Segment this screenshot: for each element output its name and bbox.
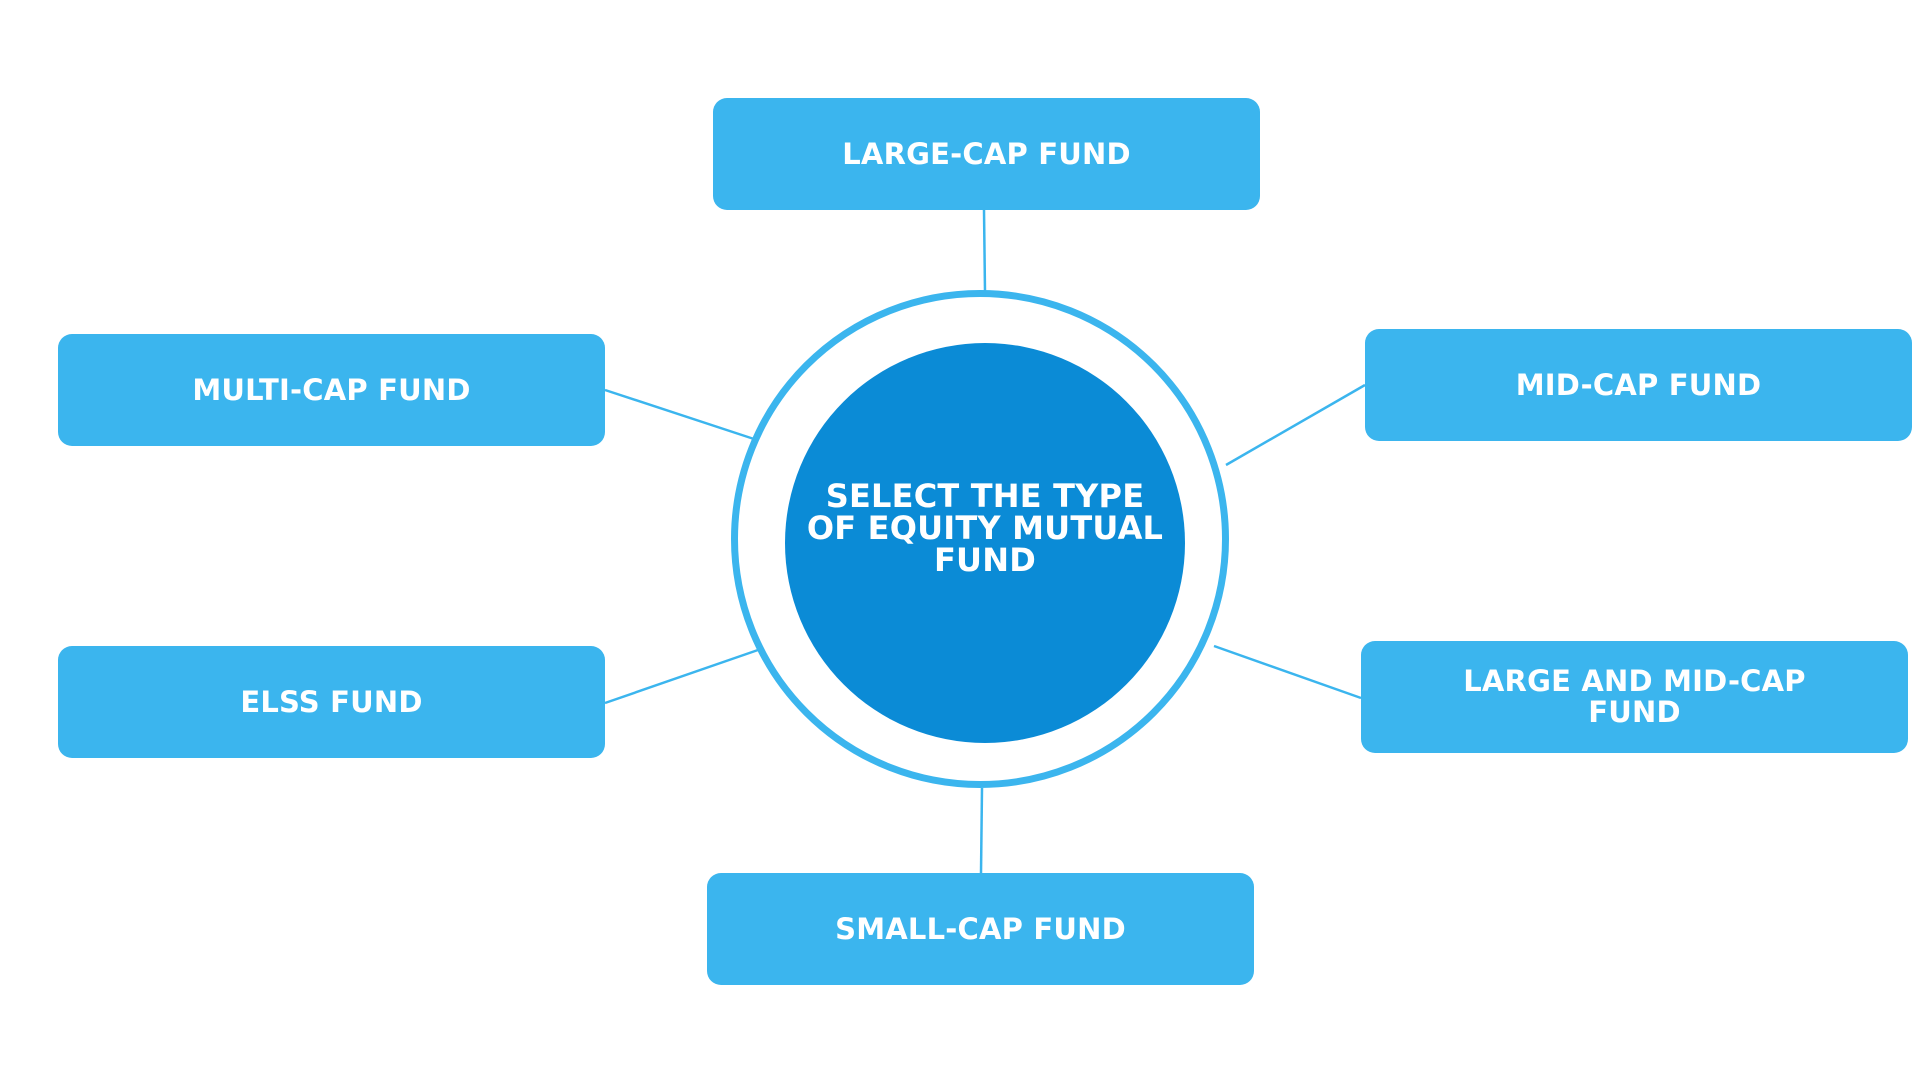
elss-fund-node[interactable]: ELSS FUND <box>58 646 605 758</box>
elss-fund-label: ELSS FUND <box>240 684 423 719</box>
mid-cap-fund-label: MID-CAP FUND <box>1515 367 1762 402</box>
connector-mid-cap <box>1225 383 1366 467</box>
mid-cap-fund-node[interactable]: MID-CAP FUND <box>1365 329 1912 441</box>
large-cap-fund-node[interactable]: LARGE-CAP FUND <box>713 98 1260 210</box>
connector-large-and-mid-cap <box>1213 644 1362 700</box>
center-node-label: SELECT THE TYPE OF EQUITY MUTUAL FUND <box>806 477 1164 579</box>
connector-small-cap <box>979 787 984 874</box>
large-and-mid-cap-fund-label: LARGE AND MID-CAP FUND <box>1463 664 1806 729</box>
multi-cap-fund-label: MULTI-CAP FUND <box>192 372 471 407</box>
connector-multi-cap <box>604 388 755 441</box>
connector-large-cap <box>982 209 987 293</box>
center-node[interactable]: SELECT THE TYPE OF EQUITY MUTUAL FUND <box>785 343 1185 743</box>
connector-elss <box>604 648 759 705</box>
multi-cap-fund-node[interactable]: MULTI-CAP FUND <box>58 334 605 446</box>
large-and-mid-cap-fund-node[interactable]: LARGE AND MID-CAP FUND <box>1361 641 1908 753</box>
small-cap-fund-label: SMALL-CAP FUND <box>835 911 1126 946</box>
small-cap-fund-node[interactable]: SMALL-CAP FUND <box>707 873 1254 985</box>
large-cap-fund-label: LARGE-CAP FUND <box>842 136 1131 171</box>
